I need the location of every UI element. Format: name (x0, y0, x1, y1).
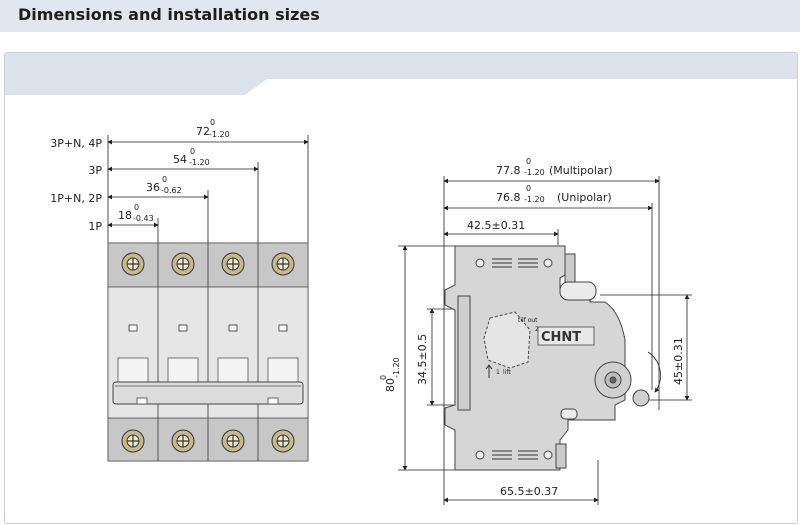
breaker-front-body (107, 242, 309, 462)
dim-72-upper: 0 (210, 118, 215, 127)
breaker-side-body (444, 245, 650, 471)
dim-72: 72 (196, 125, 210, 138)
row-label-1p: 1P (88, 220, 102, 233)
label-tilt-out: tilf out (518, 317, 538, 324)
dim-42-5: 42.5±0.31 (467, 219, 525, 232)
dim-77-8-upper: 0 (526, 157, 531, 166)
dim-76-8-note: (Unipolar) (557, 191, 612, 204)
brand-logo: CHNT (541, 330, 581, 345)
dim-76-8-lower: -1.20 (524, 195, 545, 204)
section-header: Dimensions and installation sizes (0, 0, 800, 32)
dim-76-8: 76.8 (496, 191, 521, 204)
label-num-1: 1 (496, 369, 500, 376)
panel-tab-bar (5, 53, 797, 95)
lift-arrow-icon (485, 364, 493, 378)
dim-18-lower: -0.43 (133, 214, 154, 223)
dim-76-8-upper: 0 (526, 184, 531, 193)
dim-80-upper: 0 (379, 375, 388, 380)
dim-45: 45±0.31 (672, 337, 685, 385)
brand-plate (537, 326, 595, 346)
dim-54-upper: 0 (190, 147, 195, 156)
dim-80-lower: -1.20 (392, 357, 401, 378)
section-title: Dimensions and installation sizes (18, 5, 320, 24)
terminal-screws (121, 252, 295, 453)
row-label-4p: 3P+N, 4P (50, 137, 102, 150)
dim-77-8-lower: -1.20 (524, 168, 545, 177)
dim-36: 36 (146, 181, 160, 194)
dim-77-8: 77.8 (496, 164, 521, 177)
row-label-3p: 3P (88, 164, 102, 177)
dim-18: 18 (118, 209, 132, 222)
dim-36-lower: -0.62 (161, 186, 182, 195)
dim-18-upper: 0 (134, 203, 139, 212)
dim-77-8-note: (Multipolar) (549, 164, 613, 177)
dim-72-lower: -1.20 (209, 130, 230, 139)
label-num-2: 2 (535, 326, 539, 333)
dim-54-lower: -1.20 (189, 158, 210, 167)
row-label-2p: 1P+N, 2P (50, 192, 102, 205)
dim-54: 54 (173, 153, 187, 166)
dim-80: 80 (384, 378, 397, 392)
dim-36-upper: 0 (162, 175, 167, 184)
label-lift: lift (503, 369, 511, 376)
dim-34-5: 34.5±0.5 (416, 334, 429, 385)
dim-65-5: 65.5±0.37 (500, 485, 558, 498)
